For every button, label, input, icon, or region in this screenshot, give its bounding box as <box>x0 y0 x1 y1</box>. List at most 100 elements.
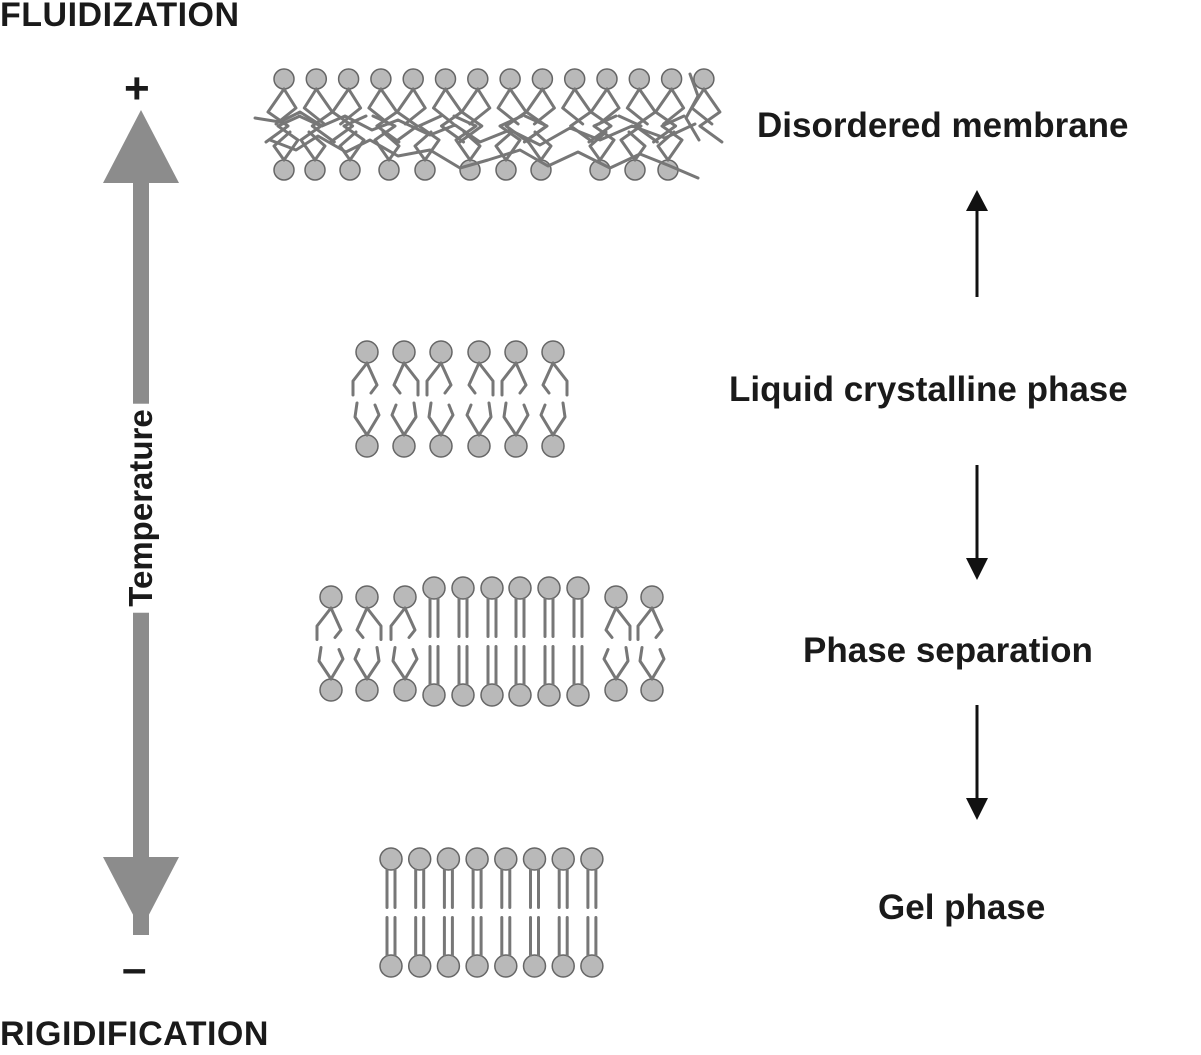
lipid-tail <box>329 606 343 639</box>
lipid-tail <box>502 401 518 437</box>
lipid-tail <box>425 361 443 397</box>
lipid-head <box>504 340 528 364</box>
lipid-tail <box>439 361 453 395</box>
lipid-head <box>508 576 532 600</box>
lipid-head <box>551 954 575 978</box>
lipid-head <box>693 68 715 90</box>
lipid-tail <box>317 646 333 681</box>
lipid-head <box>508 683 532 707</box>
lipid-tail <box>274 87 298 126</box>
lipid-head <box>495 159 517 181</box>
lipid-tail <box>633 87 659 144</box>
lipid-head <box>407 847 432 871</box>
lipid-tail <box>614 606 632 641</box>
lipid-tail <box>652 87 678 144</box>
lipid-tail <box>427 401 443 437</box>
lipid-tail <box>365 403 381 437</box>
lipid-tail <box>468 87 492 126</box>
lipid-head <box>393 585 417 609</box>
phase-label-gel: Gel phase <box>878 888 1046 927</box>
plus-sign: + <box>124 64 150 113</box>
lipid-tail <box>402 401 418 437</box>
lipid-tail <box>375 87 401 144</box>
lipid-head <box>355 585 379 609</box>
lipid-head <box>465 847 489 871</box>
lipid-head <box>339 159 361 181</box>
lipid-head <box>392 434 416 458</box>
lipid-head <box>422 576 446 600</box>
lipid-head <box>467 68 489 90</box>
lipid-tail <box>393 87 419 144</box>
lipid-tail <box>440 87 465 144</box>
minus-sign: – <box>122 944 147 993</box>
lipid-tail <box>403 648 419 681</box>
lipid-head <box>522 954 547 978</box>
lipid-tail <box>698 87 724 144</box>
lipid-head <box>480 576 504 600</box>
lipid-head <box>273 159 295 181</box>
lipid-tail <box>329 87 355 144</box>
lipid-head <box>393 678 417 702</box>
lipid-tail <box>650 606 664 639</box>
lipid-head <box>429 340 453 364</box>
lipid-head <box>467 340 491 364</box>
lipid-tail <box>496 87 520 126</box>
lipid-tail <box>638 646 654 681</box>
lipid-head <box>640 585 664 609</box>
lipid-head <box>273 68 295 90</box>
phase-label-disordered: Disordered membrane <box>757 106 1129 145</box>
lipid-head <box>580 847 604 871</box>
lipid-head <box>494 847 518 871</box>
lipid-tail <box>355 606 369 639</box>
bilayer-liquid-crystalline <box>351 340 569 458</box>
lipid-tail <box>315 606 333 641</box>
rigidification-label: RIGIDIFICATION <box>0 1015 269 1053</box>
lipid-tail <box>684 72 701 142</box>
lipid-tail <box>268 134 700 180</box>
lipid-tail <box>532 87 556 126</box>
lipid-tail <box>338 130 358 162</box>
lipid-head <box>640 678 664 702</box>
lipid-head <box>319 585 343 609</box>
lipid-tail <box>477 401 493 437</box>
lipid-head <box>451 683 475 707</box>
lipid-head <box>480 683 504 707</box>
lipid-head <box>499 68 521 90</box>
lipid-tail <box>402 361 420 397</box>
lipid-tail <box>365 606 383 641</box>
lipid-head <box>604 678 628 702</box>
lipid-head <box>436 954 461 978</box>
lipid-tail <box>539 403 555 437</box>
lipid-tail <box>432 87 455 126</box>
lipid-tail <box>614 646 630 681</box>
lipid-tail <box>272 130 292 162</box>
lipid-tail <box>365 646 381 681</box>
lipid-head <box>628 68 651 90</box>
lipid-head <box>379 847 403 871</box>
lipid-tail <box>353 401 369 437</box>
lipid-tail <box>541 361 555 395</box>
lipid-head <box>379 954 403 978</box>
lipid-tail <box>351 361 369 397</box>
lipid-head <box>531 68 554 90</box>
flow-arrow-up <box>966 190 988 297</box>
lipid-tail <box>602 648 618 681</box>
lipid-tail <box>365 361 379 395</box>
lipid-head <box>537 576 561 600</box>
lipid-tail <box>604 606 618 639</box>
lipid-tail <box>514 403 530 437</box>
phase-label-liquid-crystalline: Liquid crystalline phase <box>729 370 1128 409</box>
lipid-tail <box>413 130 433 162</box>
lipid-head <box>465 954 489 978</box>
lipid-head <box>370 68 392 90</box>
lipid-tail <box>465 403 481 437</box>
fluidization-label: FLUIDIZATION <box>0 0 240 34</box>
lipid-head <box>392 340 416 364</box>
lipid-head <box>580 954 604 978</box>
lipid-tail <box>636 606 654 641</box>
lipid-tail <box>439 403 455 437</box>
lipid-head <box>305 68 328 90</box>
lipid-head <box>355 434 379 458</box>
